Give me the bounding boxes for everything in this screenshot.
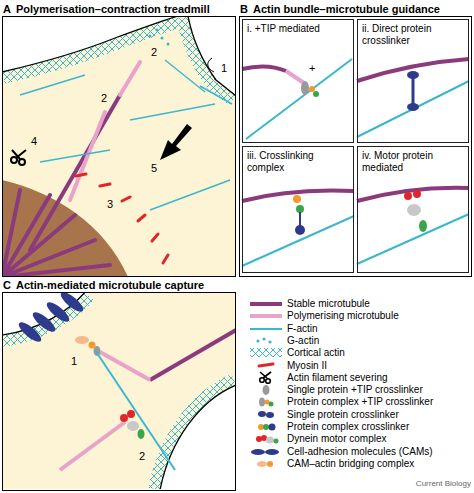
- panel-title: Actin-mediated microtubule capture: [16, 279, 204, 291]
- legend-text: Polymerising microtubule: [287, 310, 399, 322]
- subpanel-box: iv. Motor protein mediated: [357, 146, 469, 273]
- panel-letter: B: [240, 3, 248, 15]
- panel-c-art: [3, 293, 235, 489]
- panel-title: Actin bundle–microtubule guidance: [253, 3, 440, 15]
- legend-text: G-actin: [287, 335, 319, 347]
- panel-letter: A: [3, 3, 11, 15]
- panel: C Actin-mediated microtubule capture: [2, 280, 236, 491]
- subpanel-box: i. +TIP mediated: [242, 19, 354, 143]
- subpanel-label: i. +TIP mediated: [243, 20, 353, 35]
- tip-mediated-art: [242, 59, 352, 139]
- motor-protein-art: [357, 188, 469, 264]
- panel-frame: [2, 292, 236, 491]
- callout-number: 2: [100, 92, 108, 104]
- legend-text: Protein complex crosslinker: [287, 421, 409, 433]
- legend-text: Single protein crosslinker: [287, 409, 399, 421]
- callout-number: 3: [106, 198, 114, 210]
- callout-number: 1: [70, 355, 78, 367]
- legend-text: CAM–actin bridging complex: [287, 458, 414, 470]
- direct-crosslinker-art: [357, 59, 469, 137]
- legend-text: Actin filament severing: [287, 372, 388, 384]
- legend-text: F-actin: [287, 323, 318, 335]
- panel: B Actin bundle–microtubule guidance i. +TI…: [239, 4, 472, 277]
- journal-watermark: Current Biology: [416, 479, 471, 489]
- subpanel-label: ii. Direct protein crosslinker: [358, 20, 468, 47]
- subpanel-box: iii. Crosslinking complex: [242, 146, 354, 273]
- panel-heading: B Actin bundle–microtubule guidance: [240, 3, 440, 16]
- legend-text: Single protein +TIP crosslinker: [287, 384, 423, 396]
- legend-text: Cortical actin: [287, 347, 345, 359]
- subpanel-label: iii. Crosslinking complex: [243, 147, 353, 174]
- callout-number: 2: [138, 450, 146, 462]
- subpanel-box: ii. Direct protein crosslinker: [357, 19, 469, 143]
- callout-number: 4: [30, 135, 38, 147]
- callout-number: 2: [150, 46, 158, 58]
- legend-text: Myosin II: [287, 360, 327, 372]
- legend-samples: [250, 304, 282, 467]
- panel-heading: A Polymerisation–contraction treadmill: [3, 3, 210, 16]
- legend-text: Stable microtubule: [287, 298, 370, 310]
- crosslinking-complex-art: [242, 190, 354, 266]
- legend-text: Cell-adhesion molecules (CAMs): [287, 446, 433, 458]
- panel-heading: C Actin-mediated microtubule capture: [3, 279, 204, 292]
- callout-number: 1: [220, 62, 228, 74]
- legend-text: Dynein motor complex: [287, 433, 386, 445]
- panel-title: Polymerisation–contraction treadmill: [16, 3, 210, 15]
- subpanel-label: iv. Motor protein mediated: [358, 147, 468, 174]
- panel-letter: C: [3, 279, 11, 291]
- plus-end-mark: +: [308, 62, 316, 74]
- callout-number: 5: [150, 162, 158, 174]
- legend-text: Protein complex +TIP crosslinker: [287, 396, 433, 408]
- panel-a-art: [3, 17, 235, 276]
